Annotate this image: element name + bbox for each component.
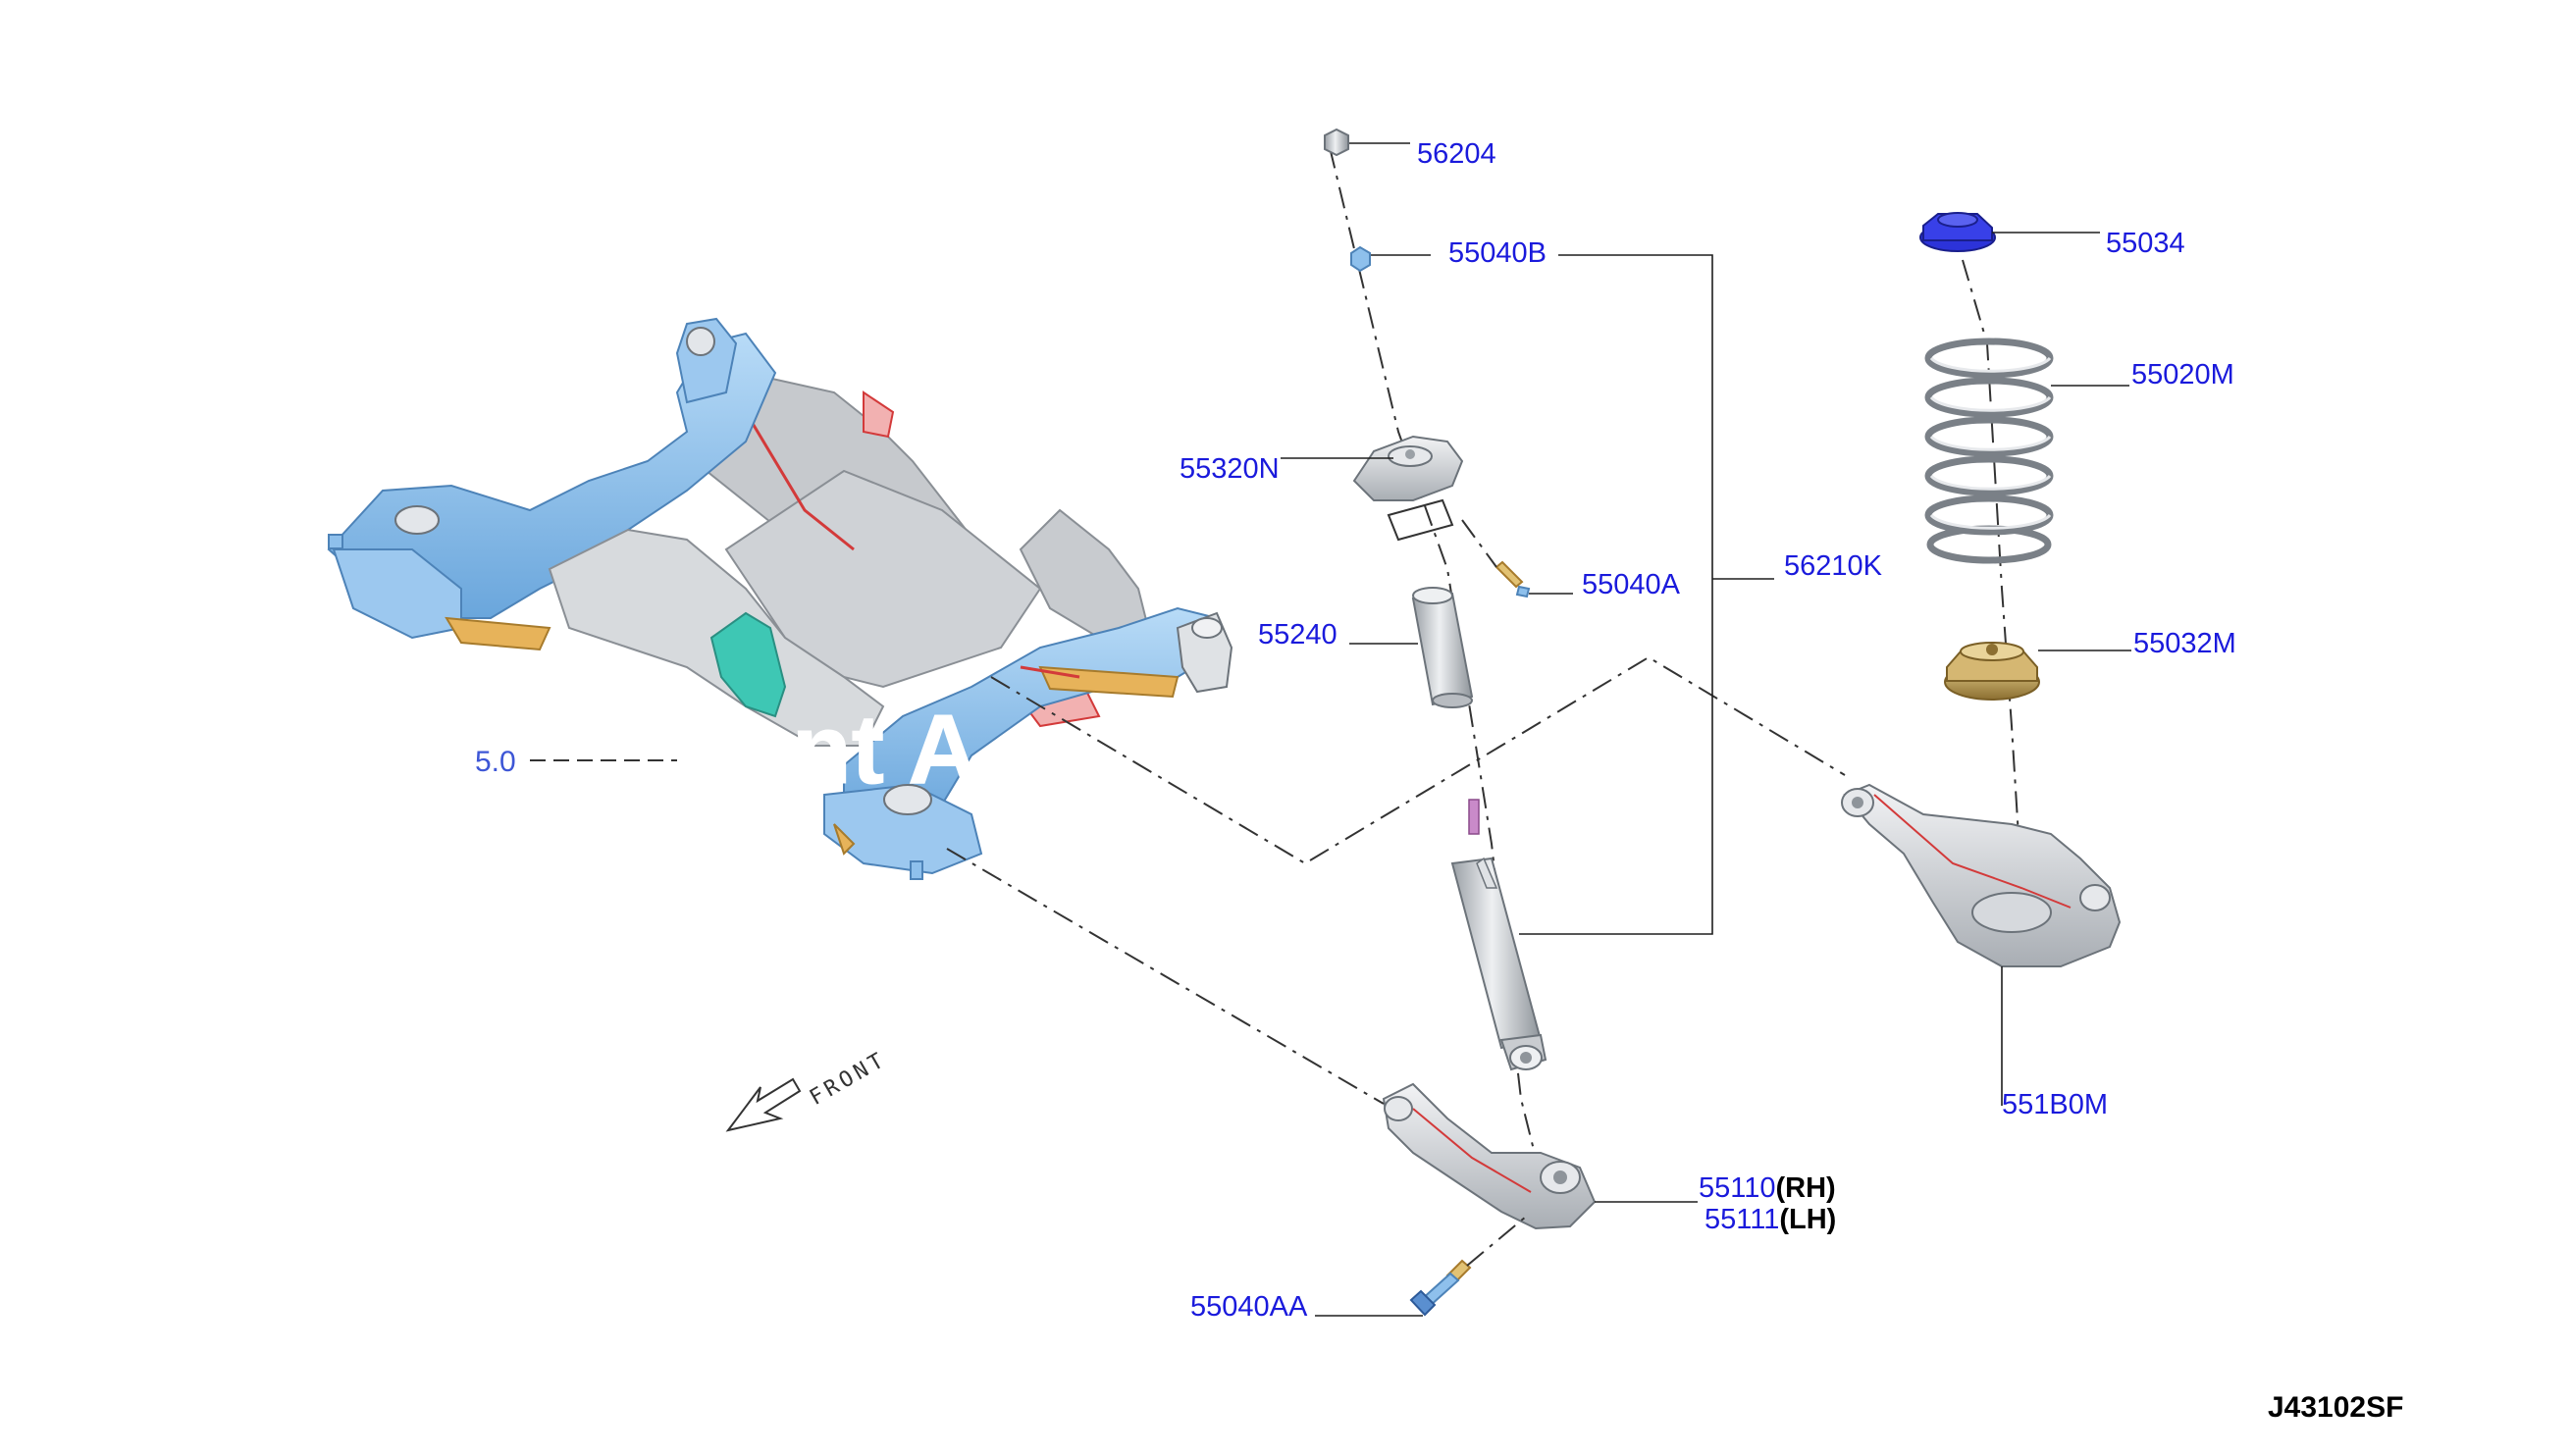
leader-56210k-bracket xyxy=(1519,254,1713,935)
callout-56204[interactable]: 56204 xyxy=(1417,138,1496,170)
subframe-right-rear-bushing xyxy=(1191,617,1223,639)
spring-seat-55034-part xyxy=(1919,212,1996,252)
bolt-55040a-part xyxy=(1495,560,1524,589)
upper-link-55110-part xyxy=(1382,1082,1597,1230)
subframe-seam-right xyxy=(1020,665,1080,679)
line-frame-to-lower-arm xyxy=(990,655,1846,865)
assembly-lines xyxy=(946,655,1846,1105)
nut-55040b-part xyxy=(1350,245,1371,273)
subframe-left-rail xyxy=(327,332,777,619)
bolt-55040aa-part xyxy=(1409,1259,1472,1317)
callout-55040aa[interactable]: 55040AA xyxy=(1190,1291,1308,1323)
bump-stop-55240-part xyxy=(1411,587,1474,708)
callout-55111-number: 55111 xyxy=(1705,1204,1780,1235)
spring-seat-55032m-part xyxy=(1944,642,2040,701)
line-frame-to-upper-link xyxy=(946,848,1385,1105)
callout-551b0m[interactable]: 551B0M xyxy=(2002,1089,2109,1120)
subframe-orange-bushing-right xyxy=(1038,665,1180,699)
subframe-seam-left xyxy=(744,411,855,551)
callout-55320n[interactable]: 55320N xyxy=(1180,453,1280,485)
bolt-55040a-head xyxy=(1515,585,1531,598)
subframe-orange-bushing-left xyxy=(445,616,551,651)
coil-spring-highlight xyxy=(1929,356,2052,530)
callout-55034[interactable]: 55034 xyxy=(2106,228,2185,259)
callout-55110-number: 55110 xyxy=(1699,1172,1776,1204)
watermark: hant A xyxy=(677,695,978,805)
shock-mount-55320n-part xyxy=(1352,435,1464,542)
callout-55110[interactable]: 55110(RH) xyxy=(1699,1174,1836,1203)
subframe-pink-panel xyxy=(863,390,895,439)
leader-lines xyxy=(1281,142,2131,1317)
subframe-right-tower xyxy=(1019,508,1150,640)
callout-55020m[interactable]: 55020M xyxy=(2131,359,2234,390)
nut-56204-part xyxy=(1324,128,1349,157)
shock-absorber-body xyxy=(1450,799,1547,1071)
callout-55111-side: (LH) xyxy=(1779,1204,1837,1235)
obscured-part-label: 5.0 xyxy=(475,746,516,778)
callout-55040a[interactable]: 55040A xyxy=(1582,569,1680,600)
subframe-orange-bushing-front xyxy=(833,823,856,856)
callout-56210k[interactable]: 56210K xyxy=(1784,550,1882,582)
subframe-teal-bracket xyxy=(709,611,787,718)
subframe-left-rear-bushing xyxy=(686,327,715,356)
callout-55040b[interactable]: 55040B xyxy=(1448,237,1547,269)
centerline-bolt-55040aa xyxy=(1466,1216,1527,1267)
subframe-bolt xyxy=(910,860,923,880)
callout-55110-side: (RH) xyxy=(1775,1172,1836,1204)
centerline-shock xyxy=(1329,146,1551,1218)
callout-55111[interactable]: 55111(LH) xyxy=(1705,1206,1836,1234)
leader-bolt-55040a-dash xyxy=(1461,519,1497,568)
subframe-left-front-bushing xyxy=(394,505,440,535)
subframe-right-front-bushing xyxy=(883,784,932,815)
callout-55240[interactable]: 55240 xyxy=(1258,619,1337,650)
lower-arm-551b0m-part xyxy=(1841,783,2122,967)
subframe-bolt xyxy=(328,534,343,549)
callout-55032m[interactable]: 55032M xyxy=(2133,628,2236,659)
spring-assembly xyxy=(1841,212,2122,967)
diagram-code: J43102SF xyxy=(2268,1391,2404,1424)
front-arrow-icon xyxy=(725,1077,802,1132)
shock-absorber-assembly xyxy=(1324,128,1551,1218)
rear-subframe xyxy=(327,317,1233,880)
